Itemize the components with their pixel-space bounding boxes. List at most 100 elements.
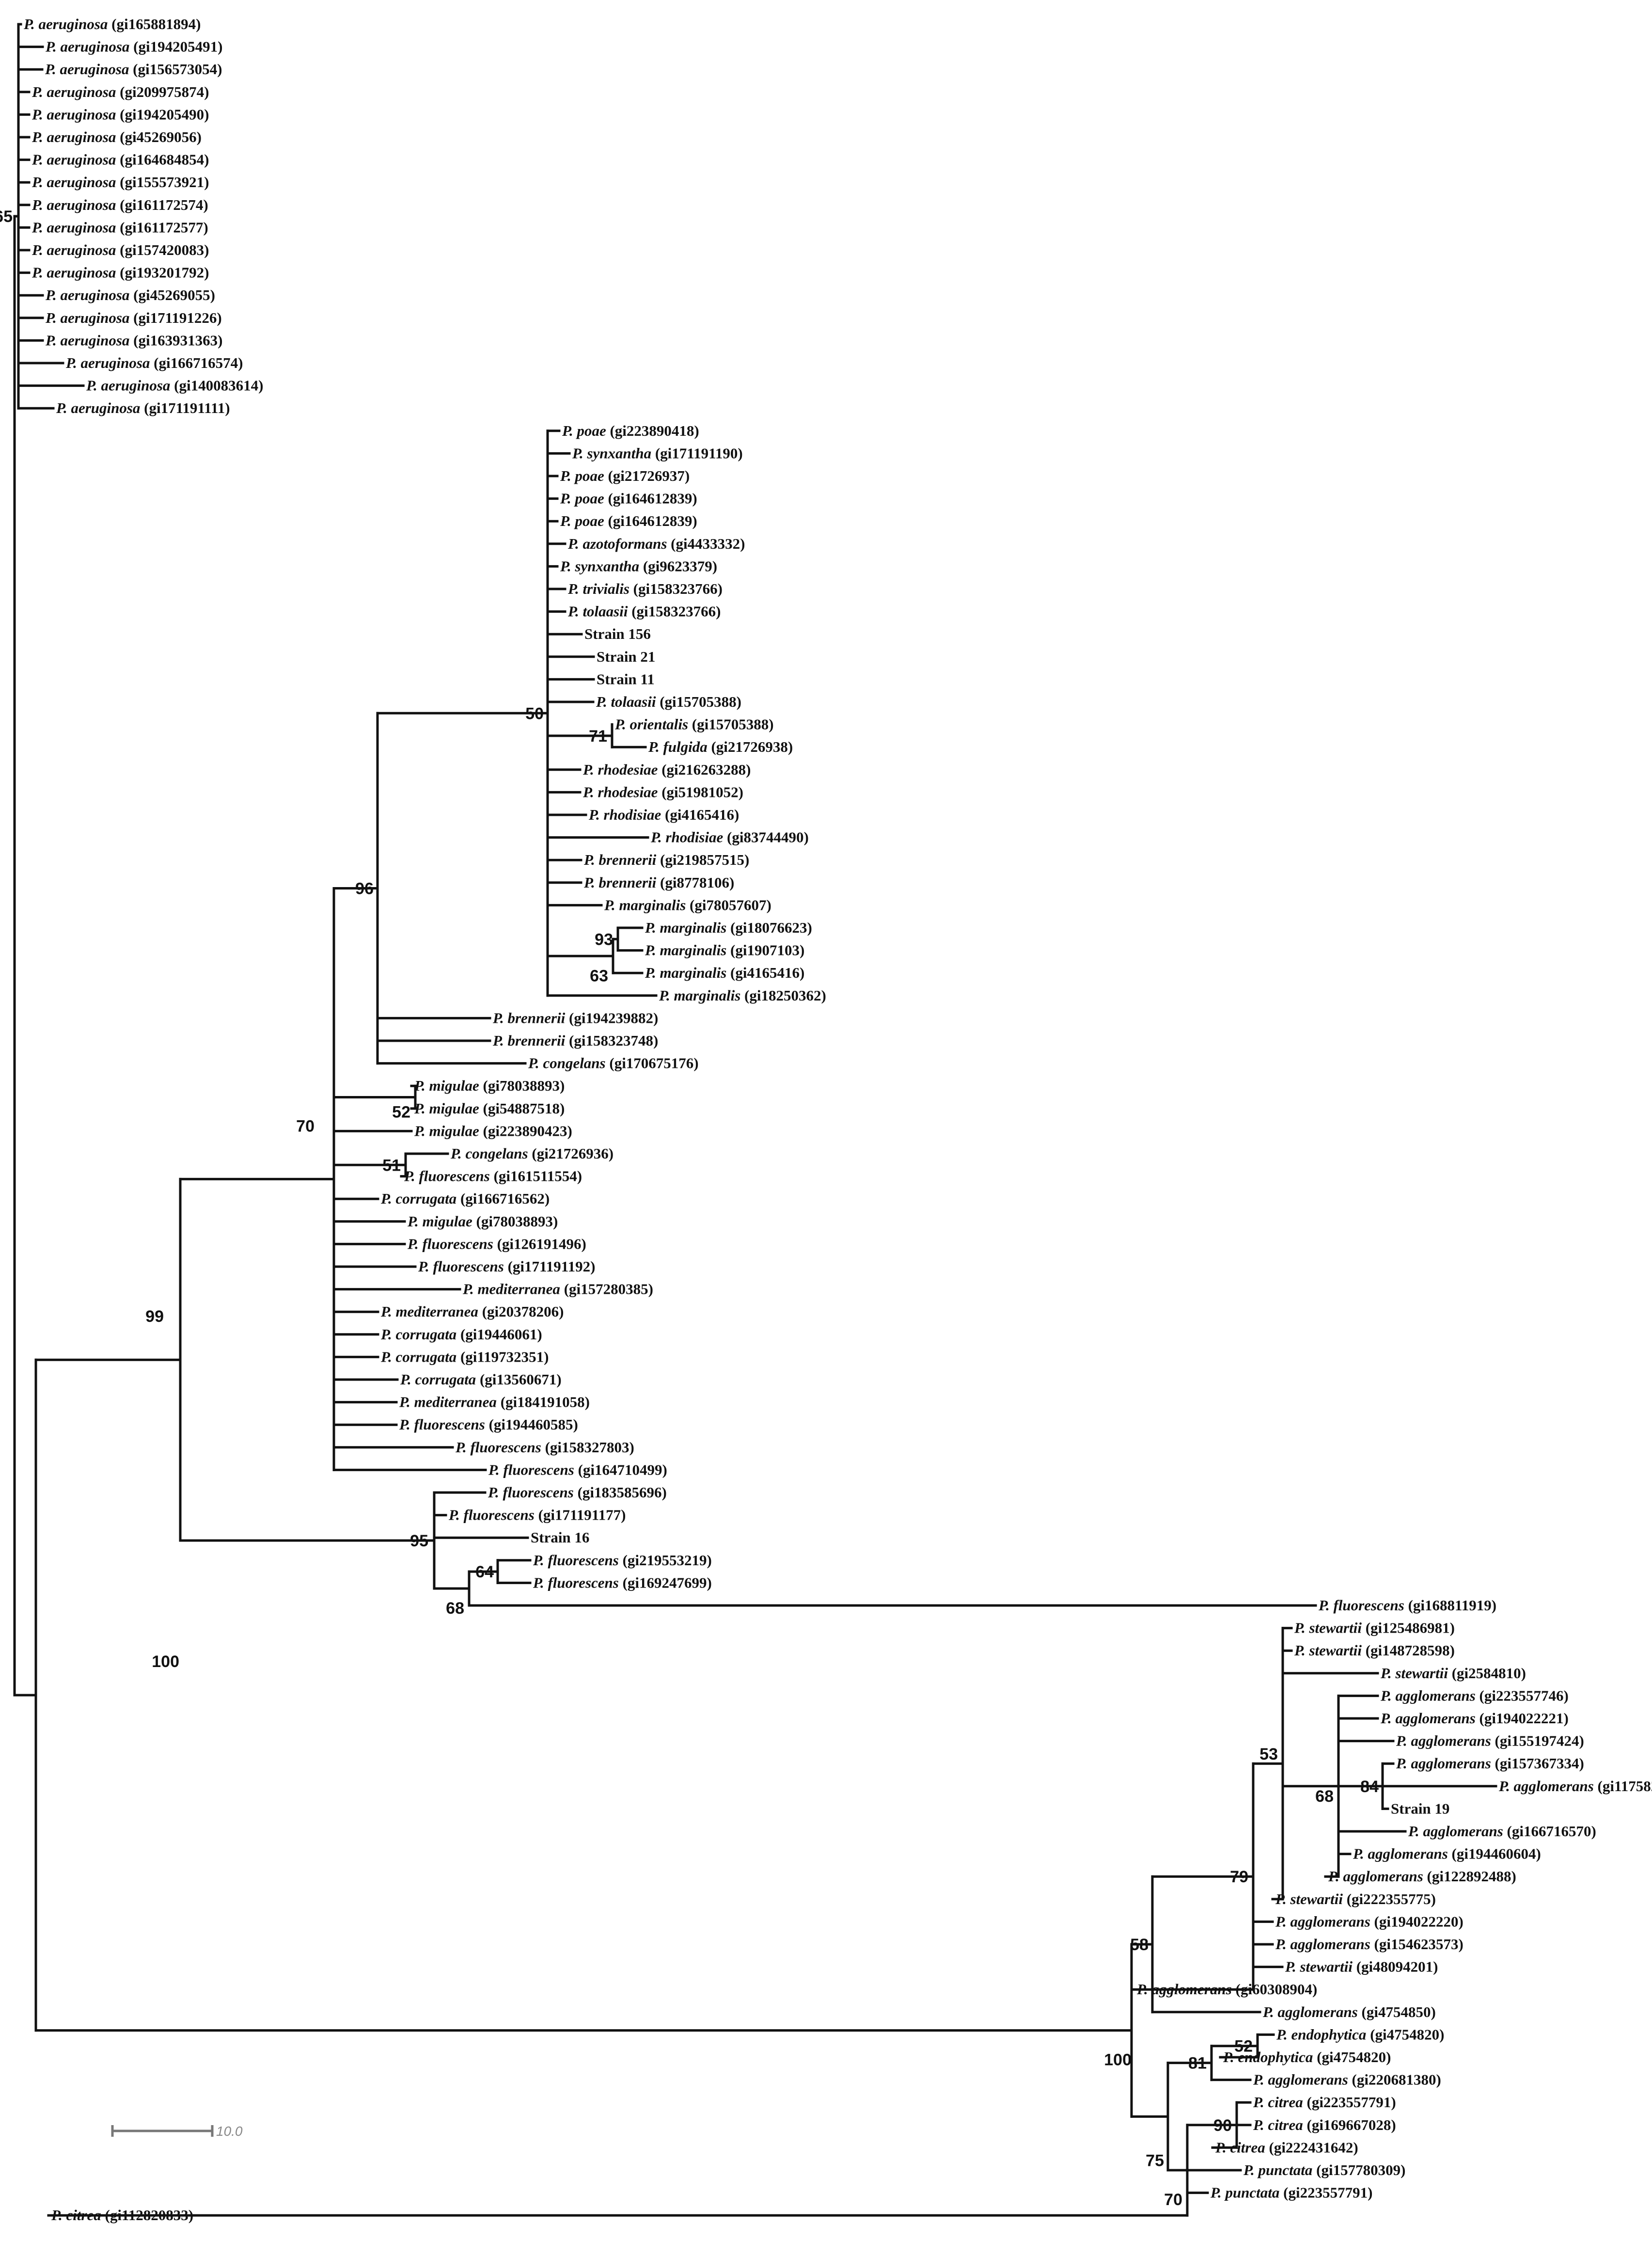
species-name: P. aeruginosa — [45, 61, 129, 78]
species-name: P. mediterranea — [462, 1281, 560, 1298]
leaf-label: P. migulae (gi78038893) — [414, 1077, 565, 1094]
leaf-label: P. citrea (gi223557791) — [1253, 2094, 1396, 2111]
species-name: P. synxantha — [572, 445, 651, 461]
accession-id: (gi183585696) — [578, 1484, 667, 1501]
leaf-label: P. fluorescens (gi168811919) — [1318, 1597, 1496, 1614]
species-name: P. corrugata — [400, 1371, 476, 1388]
species-name: P. aeruginosa — [31, 128, 116, 145]
scale-bar: 10.0 — [111, 2124, 243, 2139]
species-name: P. fluorescens — [448, 1507, 535, 1524]
leaf-label: P. mediterranea (gi184191058) — [399, 1394, 590, 1411]
accession-id: (gi166716562) — [460, 1190, 550, 1207]
species-name: P. fluorescens — [533, 1552, 619, 1569]
leaf-label: P. trivialis (gi158323766) — [567, 580, 723, 597]
accession-id: (gi83744490) — [727, 829, 809, 846]
accession-id: (gi161172577) — [120, 219, 208, 236]
accession-id: (gi4754850) — [1362, 2003, 1436, 2020]
accession-id: (gi4754820) — [1370, 2026, 1444, 2043]
bootstrap-value: 93 — [595, 930, 613, 949]
accession-id: (gi60308904) — [1236, 1981, 1318, 1998]
accession-id: (gi126191496) — [497, 1235, 586, 1252]
strain-name: Strain 21 — [597, 648, 655, 665]
species-name: P. poae — [560, 467, 604, 484]
accession-id: (gi223890423) — [483, 1122, 572, 1139]
leaf-label: P. fluorescens (gi194460585) — [399, 1416, 578, 1433]
accession-id: (gi166716574) — [154, 354, 243, 371]
leaf-label: P. orientalis (gi15705388) — [614, 716, 774, 733]
leaf-label: P. agglomerans (gi4754850) — [1262, 2003, 1436, 2020]
tree-branches — [13, 23, 1497, 2217]
accession-id: (gi18250362) — [744, 987, 826, 1004]
leaf-label: P. stewartii (gi2584810) — [1380, 1665, 1526, 1682]
species-name: P. citrea — [1253, 2094, 1303, 2111]
accession-id: (gi54887518) — [483, 1100, 565, 1117]
accession-id: (gi4433332) — [671, 535, 745, 552]
leaf-label: P. punctata (gi223557791) — [1210, 2184, 1372, 2201]
species-name: P. agglomerans — [1353, 1845, 1448, 1862]
species-name: P. aeruginosa — [45, 286, 129, 303]
bootstrap-value: 53 — [1259, 1745, 1278, 1763]
species-name: P. agglomerans — [1253, 2071, 1348, 2088]
accession-id: (gi157280385) — [564, 1281, 653, 1298]
species-name: P. synxantha — [560, 557, 639, 574]
accession-id: (gi219553219) — [623, 1552, 712, 1569]
leaf-label: P. stewartii (gi125486981) — [1294, 1620, 1455, 1636]
accession-id: (gi184191058) — [501, 1394, 590, 1411]
accession-id: (gi158323766) — [633, 580, 723, 597]
accession-id: (gi45269055) — [133, 286, 215, 303]
accession-id: (gi193201792) — [120, 264, 209, 281]
bootstrap-value: 100 — [152, 1652, 179, 1671]
leaf-label: P. rhodesiae (gi51981052) — [582, 783, 743, 800]
leaf-label: P. aeruginosa (gi166716574) — [65, 354, 243, 371]
species-name: P. fluorescens — [418, 1258, 504, 1275]
bootstrap-value: 63 — [590, 967, 608, 985]
leaf-label: P. agglomerans (gi194022221) — [1380, 1710, 1569, 1727]
bootstrap-value: 68 — [446, 1599, 464, 1618]
leaf-label: P. poae (gi164612839) — [560, 512, 697, 529]
leaf-label: P. poae (gi223890418) — [562, 422, 699, 439]
species-name: P. azotoformans — [567, 535, 667, 552]
accession-id: (gi209975874) — [120, 83, 209, 100]
species-name: P. fluorescens — [533, 1574, 619, 1591]
leaf-label: P. agglomerans (gi117582260) — [1498, 1778, 1652, 1795]
species-name: P. aeruginosa — [45, 309, 129, 326]
leaf-label: P. synxantha (gi171191190) — [572, 445, 743, 461]
species-name: P. poae — [560, 512, 604, 529]
accession-id: (gi21726937) — [608, 467, 690, 484]
species-name: P. aeruginosa — [86, 377, 170, 394]
accession-id: (gi163931363) — [133, 332, 222, 349]
species-name: P. migulae — [414, 1100, 479, 1117]
species-name: P. citrea — [1253, 2116, 1303, 2133]
accession-id: (gi21726938) — [711, 738, 793, 755]
strain-name: Strain 156 — [584, 625, 651, 642]
species-name: P. aeruginosa — [23, 16, 108, 32]
bootstrap-value: 90 — [1213, 2116, 1232, 2135]
species-name: P. rhodisiae — [588, 806, 661, 823]
species-name: P. orientalis — [614, 716, 688, 733]
accession-id: (gi4165416) — [665, 806, 739, 823]
accession-id: (gi122892488) — [1427, 1868, 1516, 1885]
bootstrap-value: 51 — [382, 1156, 401, 1175]
leaf-label: P. corrugata (gi19446061) — [380, 1326, 542, 1343]
species-name: P. agglomerans — [1262, 2003, 1358, 2020]
accession-id: (gi156573054) — [133, 61, 222, 78]
accession-id: (gi223890418) — [610, 422, 699, 439]
leaf-label: P. aeruginosa (gi171191226) — [45, 309, 222, 326]
accession-id: (gi171191190) — [655, 445, 743, 461]
bootstrap-value: 64 — [475, 1563, 494, 1581]
accession-id: (gi222431642) — [1269, 2139, 1358, 2156]
accession-id: (gi4754820) — [1317, 2049, 1391, 2065]
accession-id: (gi194460585) — [489, 1416, 578, 1433]
leaf-label: P. aeruginosa (gi161172577) — [31, 219, 208, 236]
accession-id: (gi140083614) — [174, 377, 263, 394]
leaf-label: P. fluorescens (gi171191177) — [448, 1507, 626, 1524]
leaf-label: P. agglomerans (gi194460604) — [1353, 1845, 1541, 1862]
bootstrap-value: 96 — [355, 879, 374, 898]
species-name: P. aeruginosa — [31, 264, 116, 281]
leaf-label: P. rhodesiae (gi216263288) — [582, 761, 751, 778]
leaf-label: P. agglomerans (gi220681380) — [1253, 2071, 1441, 2088]
leaf-label: P. citrea (gi112820833) — [51, 2207, 193, 2224]
leaf-label: P. congelans (gi21726936) — [450, 1145, 614, 1162]
leaf-label: P. azotoformans (gi4433332) — [567, 535, 745, 552]
